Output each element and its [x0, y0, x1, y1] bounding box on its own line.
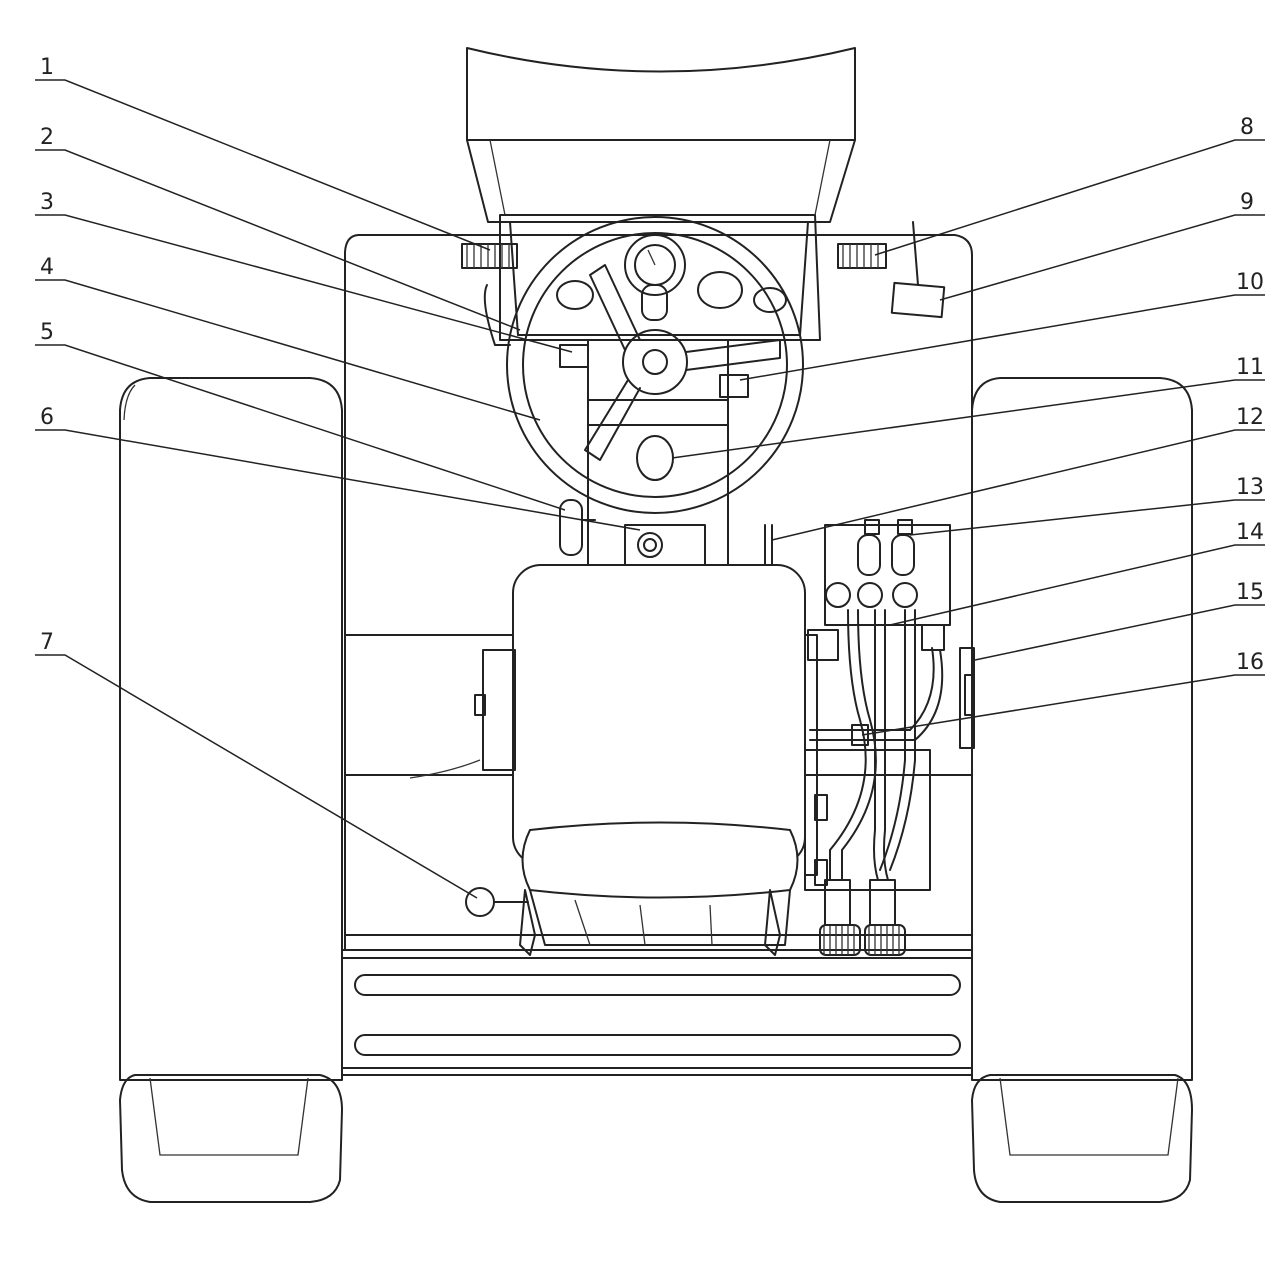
callout-16: 16: [1236, 650, 1264, 675]
right-rear-tire: [971, 377, 1193, 1081]
callout-2: 2: [40, 125, 54, 150]
quick-couplers: [804, 749, 931, 956]
rear-step-panel: [341, 949, 973, 1076]
callout-14: 14: [1236, 520, 1264, 545]
callout-9: 9: [1240, 190, 1254, 215]
right-coil-spring: [837, 243, 887, 269]
leader-lines: [35, 79, 1265, 899]
hood: [466, 47, 856, 223]
callout-5: 5: [40, 320, 54, 345]
callout-4: 4: [40, 255, 54, 280]
right-pedal-lever: [890, 221, 946, 319]
callout-8: 8: [1240, 115, 1254, 140]
callout-12: 12: [1236, 405, 1264, 430]
callout-3: 3: [40, 190, 54, 215]
callout-10: 10: [1236, 270, 1264, 295]
left-front-wheel: [119, 1074, 343, 1203]
dashboard: [499, 214, 821, 341]
steering-wheel: [506, 216, 804, 514]
rod-12: [764, 524, 773, 571]
seat-adjust-lever: [465, 887, 781, 956]
left-control-lever: [559, 499, 596, 556]
callout-7: 7: [40, 630, 54, 655]
callout-13: 13: [1236, 475, 1264, 500]
right-front-wheel: [971, 1074, 1193, 1203]
hydraulic-hoses: [807, 609, 944, 881]
left-coil-spring: [461, 243, 518, 269]
left-side-housing: [474, 284, 516, 771]
left-rear-tire: [119, 377, 343, 1081]
callout-1: 1: [40, 55, 54, 80]
callout-15: 15: [1236, 580, 1264, 605]
hydraulic-valve-block: [824, 519, 951, 651]
callout-labels: 1 2 3 4 5 6 7 8 9 10 11 12 13 14 15 16: [40, 55, 1264, 675]
right-reservoir: [959, 647, 975, 749]
callout-11: 11: [1236, 355, 1264, 380]
seat: [512, 564, 818, 946]
callout-6: 6: [40, 405, 54, 430]
